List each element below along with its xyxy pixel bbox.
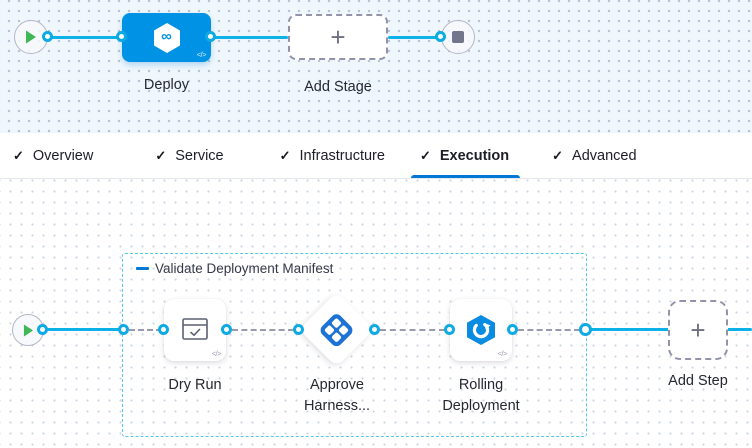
stage-yaml-toggle-icon[interactable]: </> — [196, 50, 207, 59]
tab-advanced[interactable]: ✓ Advanced — [552, 133, 636, 178]
edge-group-dryrun — [129, 329, 162, 331]
connector-group-in[interactable] — [118, 324, 129, 335]
tab-execution[interactable]: ✓ Execution — [410, 133, 521, 178]
connector-group-out[interactable] — [579, 323, 592, 336]
connector-approve-out[interactable] — [369, 324, 380, 335]
play-icon — [23, 324, 33, 336]
rolling-deployment-icon — [467, 315, 495, 345]
step-group-container[interactable]: Validate Deployment Manifest — [122, 253, 587, 437]
connector-dryrun-out[interactable] — [221, 324, 232, 335]
dry-run-icon — [182, 318, 208, 340]
step-yaml-toggle-icon[interactable]: </> — [211, 349, 222, 358]
step-node-approve[interactable] — [299, 292, 374, 367]
step-node-rolling-deployment[interactable]: </> — [450, 299, 512, 361]
harness-pipeline-icon: ∞ — [152, 22, 182, 54]
plus-icon: + — [690, 315, 706, 345]
connector-deploy-in[interactable] — [116, 31, 127, 42]
connector-rolling-out[interactable] — [507, 324, 518, 335]
check-icon: ✓ — [419, 147, 431, 163]
tab-label: Infrastructure — [299, 147, 385, 164]
rolling-deployment-label: Rolling Deployment — [442, 377, 520, 414]
approval-icon — [315, 308, 359, 352]
step-group-name: Validate Deployment Manifest — [155, 261, 334, 276]
stage-config-tabbar: ✓ Overview ✓ Service ✓ Infrastructure ✓ … — [0, 133, 752, 179]
check-icon: ✓ — [279, 147, 291, 163]
dry-run-label: Dry Run — [168, 377, 222, 393]
tab-label: Advanced — [572, 147, 637, 164]
edge-dryrun-approve — [232, 329, 294, 331]
tab-infrastructure[interactable]: ✓ Infrastructure — [280, 133, 385, 178]
connector-end-in[interactable] — [435, 31, 446, 42]
edge-start-group — [42, 328, 124, 331]
approve-label: Approve Harness... — [303, 377, 371, 414]
stop-icon — [452, 31, 464, 43]
group-collapse-icon[interactable] — [136, 267, 149, 270]
connector-start-out[interactable] — [37, 324, 48, 335]
tab-service[interactable]: ✓ Service — [155, 133, 223, 178]
check-icon: ✓ — [552, 147, 564, 163]
add-step-button[interactable]: + — [668, 300, 728, 360]
edge-approve-rolling — [380, 329, 445, 331]
connector-deploy-out[interactable] — [205, 31, 216, 42]
edge-deploy-addstage — [211, 36, 288, 39]
add-step-label: Add Step — [668, 373, 728, 389]
connector-start-out[interactable] — [42, 31, 53, 42]
pipeline-end-node[interactable] — [441, 20, 475, 54]
tab-label: Execution — [439, 147, 510, 164]
tab-label: Service — [175, 147, 224, 164]
connector-approve-in[interactable] — [293, 324, 304, 335]
infinity-icon: ∞ — [161, 28, 172, 45]
stage-node-deploy[interactable]: ∞ </> — [122, 13, 211, 62]
connector-dryrun-in[interactable] — [158, 324, 169, 335]
add-stage-button[interactable]: + — [288, 14, 388, 60]
execution-canvas: Validate Deployment Manifest — [0, 179, 752, 448]
check-icon: ✓ — [155, 147, 167, 163]
play-icon — [26, 30, 36, 44]
edge-start-deploy — [47, 36, 122, 39]
check-icon: ✓ — [13, 147, 24, 163]
deploy-stage-label: Deploy — [143, 77, 190, 93]
step-node-dry-run[interactable]: </> — [164, 299, 226, 361]
stage-canvas: ∞ </> + Deploy Add Stage — [0, 0, 752, 133]
connector-rolling-in[interactable] — [444, 324, 455, 335]
edge-rolling-groupend — [518, 329, 580, 331]
add-stage-label: Add Stage — [304, 79, 372, 95]
step-yaml-toggle-icon[interactable]: </> — [497, 349, 508, 358]
plus-icon: + — [330, 22, 346, 52]
step-group-header[interactable]: Validate Deployment Manifest — [136, 261, 333, 276]
edge-addstage-end — [388, 36, 441, 39]
tab-label: Overview — [32, 147, 94, 164]
tab-overview[interactable]: ✓ Overview — [13, 133, 93, 178]
